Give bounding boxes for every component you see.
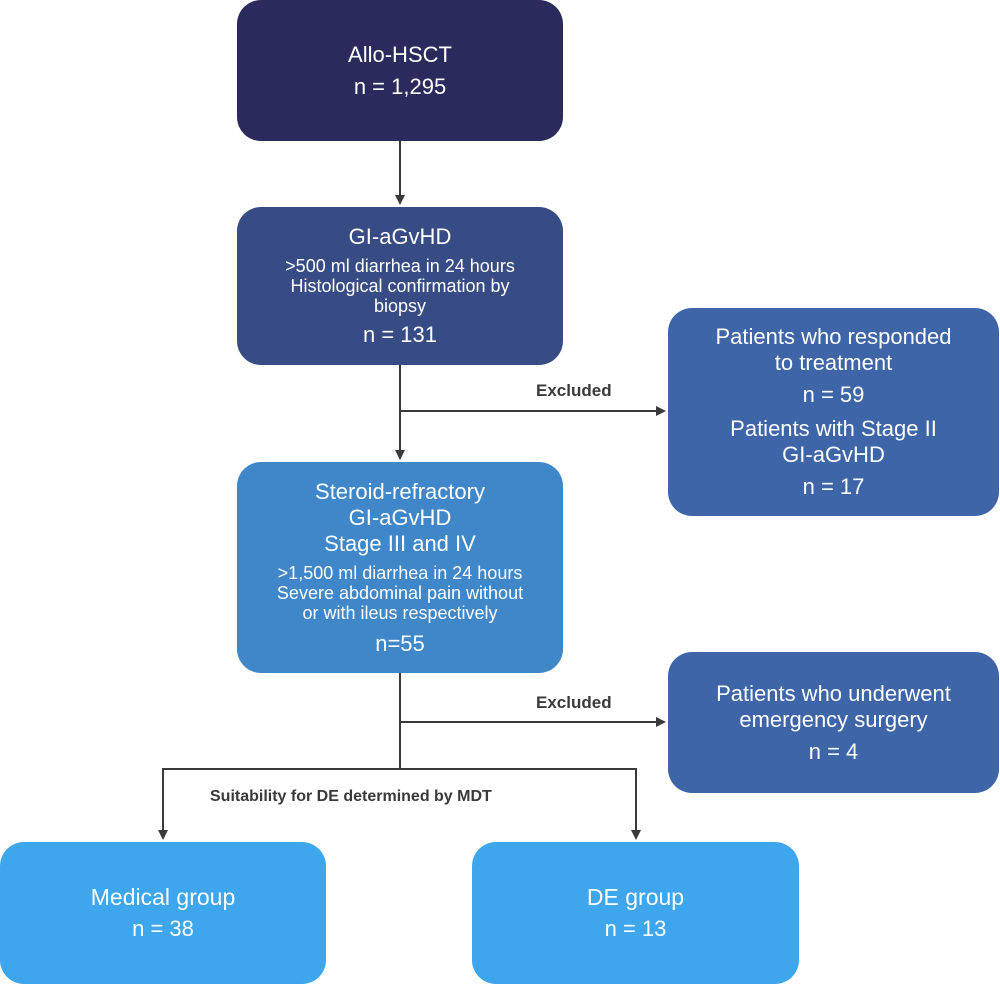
box-count: n = 131	[362, 322, 437, 347]
box-title: DE group	[586, 884, 685, 910]
criteria-line: Severe abdominal pain without	[276, 582, 524, 603]
box-title: Steroid-refractory	[315, 478, 485, 504]
box-excluded-emergency-surgery: Patients who underwent emergency surgery…	[668, 652, 999, 793]
criteria-line: >500 ml diarrhea in 24 hours	[285, 256, 515, 276]
box-count: n = 13	[604, 916, 667, 941]
box-title: GI-aGvHD	[348, 504, 452, 530]
box-count: n = 4	[808, 738, 859, 764]
box-count: n = 59	[802, 382, 865, 407]
excluded-reason: Patients who underwent	[716, 680, 951, 706]
box-excluded-responders-stage2: Patients who responded to treatment n = …	[668, 308, 999, 516]
split-label: Suitability for DE determined by MDT	[210, 788, 492, 805]
excluded-reason: Patients who responded	[715, 324, 952, 349]
criteria-line: biopsy	[373, 296, 427, 316]
box-count: n = 1,295	[353, 73, 447, 99]
excluded-label: Excluded	[536, 381, 612, 400]
box-medical-group: Medical group n = 38	[0, 842, 326, 984]
criteria-line: or with ileus respectively	[302, 602, 498, 623]
criteria-line: >1,500 ml diarrhea in 24 hours	[277, 562, 523, 583]
box-gi-agvhd: GI-aGvHD >500 ml diarrhea in 24 hours Hi…	[237, 207, 563, 365]
criteria-line: Histological confirmation by	[290, 276, 510, 296]
excluded-reason: emergency surgery	[739, 706, 928, 732]
box-title: Medical group	[90, 884, 236, 910]
box-allo-hsct: Allo-HSCT n = 1,295	[237, 0, 563, 141]
excluded-reason: Patients with Stage II	[730, 416, 937, 441]
excluded-label: Excluded	[536, 693, 612, 712]
box-steroid-refractory: Steroid-refractory GI-aGvHD Stage III an…	[237, 462, 563, 673]
excluded-reason: GI-aGvHD	[782, 442, 885, 467]
box-title: GI-aGvHD	[348, 224, 452, 249]
box-de-group: DE group n = 13	[472, 842, 799, 984]
excluded-reason: to treatment	[774, 350, 893, 375]
box-count: n = 17	[802, 474, 865, 499]
box-title: Stage III and IV	[324, 530, 476, 556]
box-title: Allo-HSCT	[348, 41, 452, 67]
box-count: n=55	[375, 630, 425, 656]
box-count: n = 38	[132, 916, 194, 941]
